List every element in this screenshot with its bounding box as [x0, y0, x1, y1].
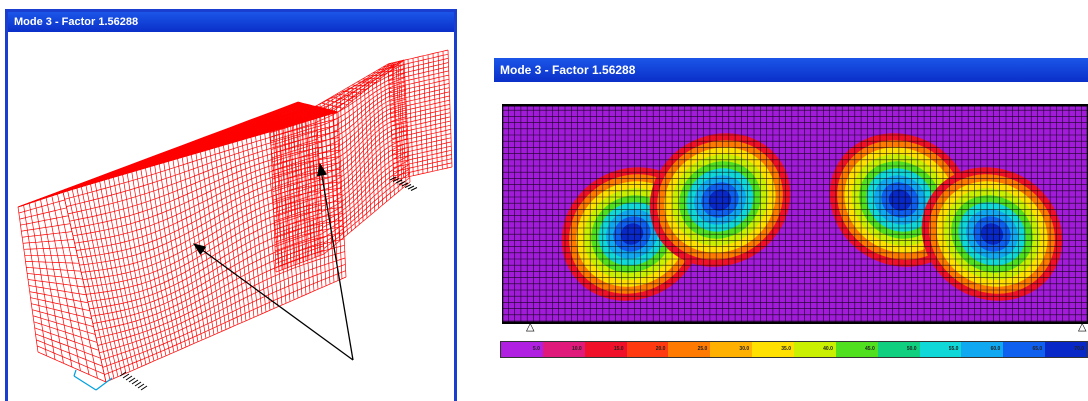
legend-swatch [752, 342, 795, 357]
legend-swatch [919, 342, 962, 357]
deformed-mesh-view[interactable] [8, 32, 454, 401]
legend-swatch [710, 342, 753, 357]
legend-value: 10.0 [571, 346, 582, 352]
contour-plot-view[interactable] [502, 104, 1088, 324]
legend-value: 35.0 [781, 346, 792, 352]
right-box-face [315, 59, 411, 255]
legend-color-bar [501, 342, 1087, 357]
legend-swatch [794, 342, 836, 357]
right-top [315, 59, 405, 113]
legend-swatch [1003, 342, 1046, 357]
legend-swatch [961, 342, 1004, 357]
deformed-mesh-drawing [17, 49, 453, 391]
legend-swatch [877, 342, 920, 357]
mesh-window-titlebar[interactable]: Mode 3 - Factor 1.56288 [8, 12, 454, 32]
legend-value: 20.0 [655, 346, 666, 352]
legend-value: 30.0 [739, 346, 750, 352]
legend-value: 40.0 [823, 346, 833, 352]
legend-swatch [668, 342, 711, 357]
support-marks [119, 176, 418, 391]
support-triangle-icon: △ [526, 321, 535, 333]
contour-window: Mode 3 - Factor 1.56288 5.0 10.0 15.0 20.0 2… [494, 58, 1088, 358]
legend-value: 5.0 [532, 346, 540, 352]
top-flange [17, 101, 339, 208]
legend-value: 25.0 [697, 346, 708, 352]
legend-value: 55.0 [948, 346, 959, 352]
arrow-to-front-face [192, 243, 354, 361]
contour-window-title: Mode 3 - Factor 1.56288 [500, 63, 636, 77]
support-triangle-icon: △ [1078, 321, 1087, 333]
legend-value: 70.0 [1074, 346, 1085, 352]
annotation-arrows [192, 162, 354, 361]
mode-shape-lobe [829, 133, 971, 267]
middle-diaphragm [269, 105, 325, 273]
arrow-to-diaphragm [316, 162, 354, 361]
mesh-window-title: Mode 3 - Factor 1.56288 [14, 16, 139, 28]
legend-labels: 5.0 10.0 15.0 20.0 25.0 30.0 35.0 40.0 45.0 50.0 5… [501, 342, 1087, 357]
left-end-face [17, 191, 107, 383]
front-face [62, 111, 347, 383]
right-end-face [387, 49, 453, 181]
mesh-grid [502, 104, 1088, 324]
contour-window-titlebar[interactable]: Mode 3 - Factor 1.56288 [494, 58, 1088, 82]
legend-swatch [835, 342, 878, 357]
legend-value: 65.0 [1032, 346, 1043, 352]
legend-swatch [584, 342, 627, 357]
legend-swatch [1045, 342, 1087, 357]
contour-plot [502, 104, 1088, 324]
axis-triad [73, 369, 113, 391]
legend-swatch [501, 342, 543, 357]
legend-swatch [626, 342, 669, 357]
legend-value: 45.0 [865, 346, 875, 352]
contour-band [708, 189, 732, 211]
legend-value: 60.0 [990, 346, 1001, 352]
legend-value: 15.0 [613, 346, 624, 352]
contour-band [888, 189, 912, 211]
legend-value: 50.0 [906, 346, 917, 352]
contour-legend: 5.0 10.0 15.0 20.0 25.0 30.0 35.0 40.0 45.0 50.0 5… [500, 341, 1088, 358]
mesh-window: Mode 3 - Factor 1.56288 [5, 9, 457, 401]
legend-swatch [542, 342, 585, 357]
mesh-lines [17, 49, 453, 383]
